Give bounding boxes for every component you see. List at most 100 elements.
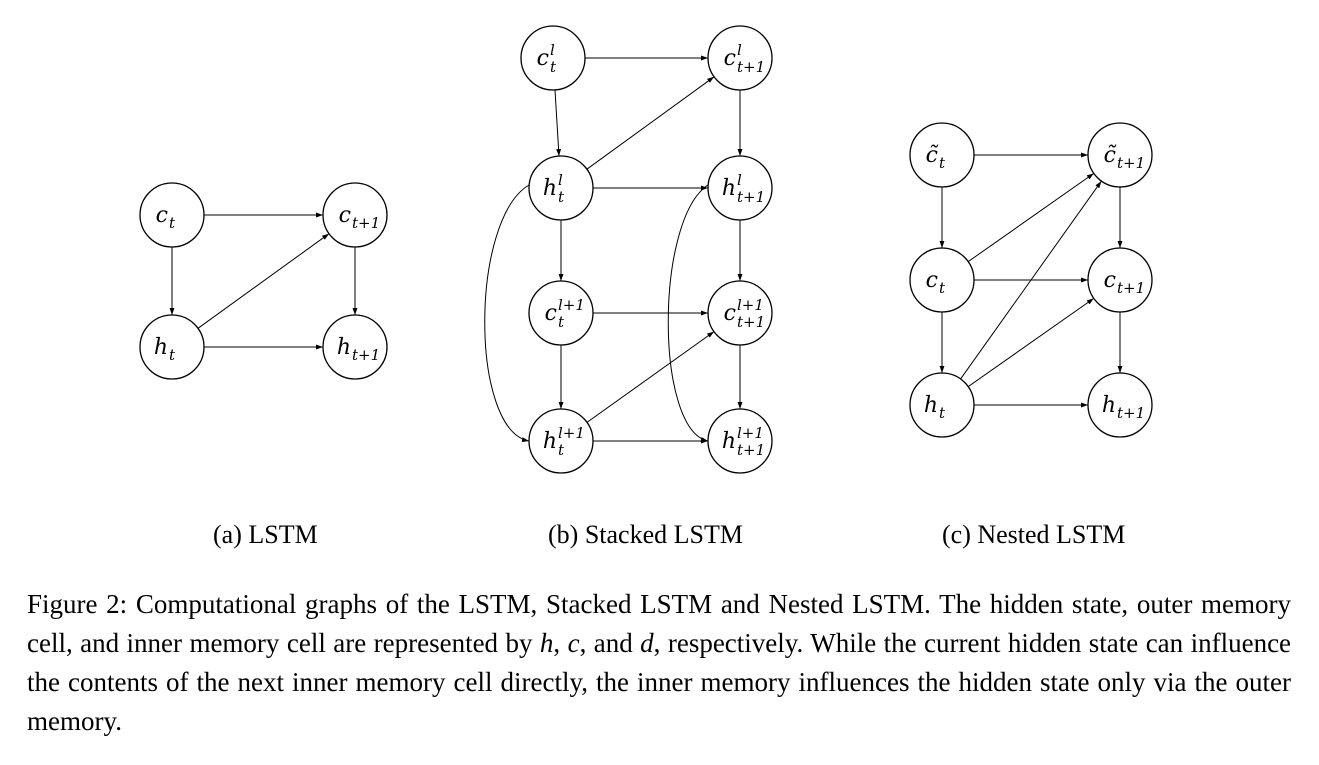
node-c-ht1-circle xyxy=(1087,372,1153,438)
edge-c-ht-to-dt1 xyxy=(960,180,1102,380)
node-c-ht1-sub: t+1 xyxy=(1117,404,1145,422)
node-b-hl1t-circle xyxy=(528,408,594,474)
node-c-dt-base: c̃ xyxy=(926,143,939,168)
node-b-clt-sup: l xyxy=(550,41,555,59)
node-b-hl1t1-sub: t+1 xyxy=(737,441,765,459)
edge-c-ct-to-dt1 xyxy=(967,172,1095,263)
node-c-ct1-base: c xyxy=(1104,268,1116,293)
node-b-cl1t-sub: t xyxy=(558,313,565,331)
node-b-hlt1-base: h xyxy=(722,176,736,201)
node-c-ct1-circle xyxy=(1087,247,1153,313)
edge-b-hl1t-to-cl1t1 xyxy=(586,331,715,423)
node-c-ht1-base: h xyxy=(1102,393,1116,418)
node-a-ht-base: h xyxy=(154,335,168,360)
node-a-ct-sub: t xyxy=(169,214,176,232)
edge-b-hlt-to-hl1t-curved xyxy=(484,184,530,443)
node-a-ht-circle xyxy=(139,314,205,380)
node-b-clt1-circle xyxy=(707,25,773,91)
node-b-clt1-sup: l xyxy=(737,41,742,59)
node-b-cl1t-sup: l+1 xyxy=(558,296,585,314)
figure-caption: Figure 2: Computational graphs of the LS… xyxy=(27,585,1291,741)
caption-sep-1: , xyxy=(553,628,568,658)
node-b-hl1t-base: h xyxy=(543,429,557,454)
node-b-cl1t1-circle xyxy=(707,280,773,346)
node-c-ct1-sub: t+1 xyxy=(1117,279,1145,297)
node-b-hlt1-sup: l xyxy=(737,171,742,189)
node-b-cl1t-circle xyxy=(528,280,594,346)
node-c-ht-circle xyxy=(909,372,975,438)
caption-lead: Figure 2: Computational graphs of the LS… xyxy=(27,589,1291,658)
node-a-ht1-circle xyxy=(322,314,388,380)
node-c-dt1-base: c̃ xyxy=(1104,143,1117,168)
node-b-cl1t1-sub: t+1 xyxy=(737,313,765,331)
node-a-ct1-circle xyxy=(322,182,388,248)
node-b-clt1-base: c xyxy=(724,46,736,71)
node-b-clt-circle xyxy=(520,25,586,91)
node-b-clt-sub: t xyxy=(550,58,557,76)
node-b-hlt-sup: l xyxy=(558,171,563,189)
node-a-ct1-sub: t+1 xyxy=(352,214,380,232)
node-b-hl1t1-sup: l+1 xyxy=(737,424,764,442)
node-c-ct-circle xyxy=(909,247,975,313)
caption-var-d: d xyxy=(640,628,654,658)
node-b-cl1t-base: c xyxy=(545,301,557,326)
node-c-ct-sub: t xyxy=(939,279,946,297)
node-b-hl1t1-base: h xyxy=(722,429,736,454)
edge-b-clt-to-hlt xyxy=(554,89,562,157)
caption-var-c: c xyxy=(567,628,580,658)
node-b-hl1t-sub: t xyxy=(558,441,565,459)
node-c-dt-circle xyxy=(909,122,975,188)
node-c-ht-sub: t xyxy=(939,404,946,422)
node-c-ct-base: c xyxy=(926,268,938,293)
node-a-ct1-base: c xyxy=(339,203,351,228)
node-b-hlt-base: h xyxy=(543,176,557,201)
node-b-hl1t-sup: l+1 xyxy=(558,424,585,442)
node-a-ht-sub: t xyxy=(169,346,176,364)
graph-edges xyxy=(169,55,1123,444)
node-b-hlt-sub: t xyxy=(558,188,565,206)
caption-sep-2: , and xyxy=(579,628,641,658)
edge-b-hlt-to-clt1 xyxy=(586,76,715,170)
node-a-ht1-base: h xyxy=(337,335,351,360)
node-b-hlt1-circle xyxy=(707,155,773,221)
caption-var-h: h xyxy=(539,628,554,658)
edge-b-hlt1-to-hl1t1-curved xyxy=(667,184,709,442)
node-a-ht1-sub: t+1 xyxy=(352,346,380,364)
node-b-clt-base: c xyxy=(537,46,549,71)
node-b-hlt1-sub: t+1 xyxy=(737,188,765,206)
subfigure-a-label: (a) LSTM xyxy=(213,520,318,549)
node-a-ct-circle xyxy=(139,182,205,248)
node-c-dt1: c̃t+1 xyxy=(1087,122,1153,188)
edge-c-ht-to-ct1 xyxy=(967,297,1095,388)
node-c-ht-base: h xyxy=(924,393,938,418)
subfigure-c-label: (c) Nested LSTM xyxy=(942,520,1126,549)
node-b-clt1-sub: t+1 xyxy=(737,58,765,76)
node-c-dt: c̃t xyxy=(909,122,975,188)
subfigure-b-label: (b) Stacked LSTM xyxy=(548,520,743,549)
node-c-dt1-sub: t+1 xyxy=(1117,154,1145,172)
caption-tail: , respectively. While the current hidden… xyxy=(27,628,1292,736)
node-b-hlt-circle xyxy=(528,155,594,221)
edge-a-ht-to-ct1 xyxy=(197,233,330,329)
node-b-cl1t1-sup: l+1 xyxy=(737,296,764,314)
node-c-dt-sub: t xyxy=(939,154,946,172)
node-b-cl1t1-base: c xyxy=(724,301,736,326)
node-a-ct-base: c xyxy=(156,203,168,228)
node-c-dt1-circle xyxy=(1087,122,1153,188)
